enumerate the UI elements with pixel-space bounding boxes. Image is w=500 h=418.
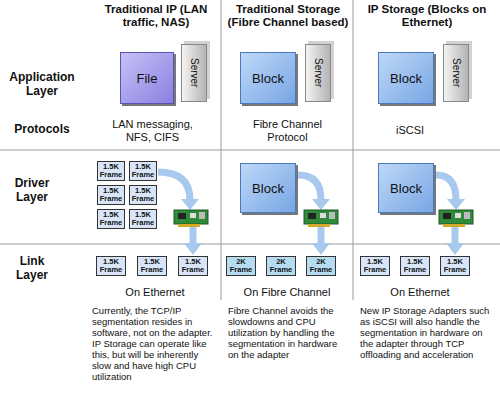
server-icon: Server (181, 44, 207, 102)
flow-arrow (318, 227, 325, 244)
nic-chip (190, 213, 196, 218)
node-text: 2K Frame (228, 258, 254, 275)
frame-box: 1.5K Frame (440, 256, 470, 276)
block-box: Block (378, 52, 434, 104)
column-header: Traditional IP (LAN traffic, NAS) (100, 3, 212, 29)
protocol-label: iSCSI (370, 124, 450, 137)
flow-arrow (452, 227, 459, 244)
row-divider (0, 150, 500, 151)
column-divider (221, 0, 222, 300)
node-text: 1.5K Frame (99, 163, 123, 180)
flow-arrow (436, 175, 456, 200)
column-divider (353, 0, 354, 300)
protocol-label: Fibre Channel Protocol (240, 118, 335, 144)
layer-label: Application Layer (4, 70, 80, 98)
frame-box: 2K Frame (266, 256, 296, 276)
node-text: 1.5K Frame (98, 258, 124, 275)
row-divider (0, 244, 500, 245)
column-header: IP Storage (Blocks on Ethernet) (362, 3, 492, 29)
layer-label: Driver Layer (4, 176, 60, 204)
node-text: Block (252, 71, 284, 86)
frame-box: 1.5K Frame (360, 256, 390, 276)
description-note: New IP Storage Adapters such as iSCSI wi… (360, 305, 492, 360)
node-text: 1.5K Frame (442, 258, 468, 275)
node-text: 1.5K Frame (402, 258, 428, 275)
node-text: 1.5K Frame (99, 211, 123, 228)
nic-connector (308, 224, 330, 227)
nic-port (199, 212, 205, 219)
frame-box: 1.5K Frame (129, 209, 157, 229)
arrow-head (446, 243, 464, 255)
node-text: 2K Frame (308, 258, 334, 275)
file-box: File (120, 52, 174, 104)
node-text: 1.5K Frame (99, 187, 123, 204)
nic-board (439, 210, 473, 224)
server-icon: Server (443, 44, 469, 102)
block-box: Block (240, 163, 296, 213)
layer-label: Link Layer (4, 254, 60, 282)
node-text: 1.5K Frame (139, 258, 165, 275)
arrow-head (184, 243, 202, 255)
grid-lines (0, 0, 500, 300)
nic-board (304, 210, 338, 224)
node-text: File (137, 71, 158, 86)
layer-label: Protocols (4, 122, 80, 136)
flow-arrow (190, 227, 197, 244)
arrow-head (312, 199, 330, 210)
nic-chip (178, 213, 186, 219)
node-text: 1.5K Frame (180, 258, 206, 275)
block-box: Block (240, 52, 296, 104)
nic-chip (308, 213, 316, 219)
nic-chip (443, 213, 451, 219)
node-text: 1.5K Frame (131, 211, 155, 228)
nic-chip (320, 213, 326, 218)
frame-box: 1.5K Frame (400, 256, 430, 276)
block-box: Block (378, 163, 434, 213)
protocol-label: LAN messaging, NFS, CIFS (105, 118, 200, 144)
nic-connector (178, 224, 200, 227)
frame-box: 1.5K Frame (97, 209, 125, 229)
frame-box: 1.5K Frame (96, 256, 126, 276)
flow-arrow (158, 172, 190, 200)
flow-arrow (298, 175, 321, 200)
description-note: Currently, the TCP/IP segmentation resid… (92, 305, 218, 382)
node-text: Block (390, 71, 422, 86)
frame-box: 1.5K Frame (97, 185, 125, 205)
medium-label: On Ethernet (360, 286, 480, 298)
nic-board (174, 210, 208, 224)
column-header: Traditional Storage (Fibre Channel based… (224, 3, 352, 29)
nic-chip (455, 213, 461, 218)
node-text: 1.5K Frame (362, 258, 388, 275)
nic-card (439, 210, 473, 227)
nic-connector (443, 224, 465, 227)
node-text: 1.5K Frame (131, 163, 155, 180)
node-text: Block (252, 181, 284, 196)
frame-box: 1.5K Frame (129, 185, 157, 205)
node-text: Server (313, 58, 324, 87)
node-text: Server (451, 58, 462, 87)
node-text: Server (189, 58, 200, 87)
medium-label: On Fibre Channel (228, 286, 346, 298)
node-text: 1.5K Frame (131, 187, 155, 204)
medium-label: On Ethernet (100, 286, 210, 298)
nic-card (174, 210, 208, 227)
frame-box: 1.5K Frame (178, 256, 208, 276)
arrow-head (312, 243, 330, 255)
description-note: Fibre Channel avoids the slowdowns and C… (228, 305, 348, 360)
frame-box: 1.5K Frame (137, 256, 167, 276)
nic-port (464, 212, 470, 219)
node-text: Block (390, 181, 422, 196)
frame-box: 2K Frame (306, 256, 336, 276)
server-icon: Server (305, 44, 331, 102)
arrow-head (447, 199, 465, 210)
frame-box: 1.5K Frame (97, 161, 125, 181)
node-text: 2K Frame (268, 258, 294, 275)
arrow-head (181, 199, 199, 210)
frame-box: 1.5K Frame (129, 161, 157, 181)
nic-port (329, 212, 335, 219)
nic-card (304, 210, 338, 227)
frame-box: 2K Frame (226, 256, 256, 276)
